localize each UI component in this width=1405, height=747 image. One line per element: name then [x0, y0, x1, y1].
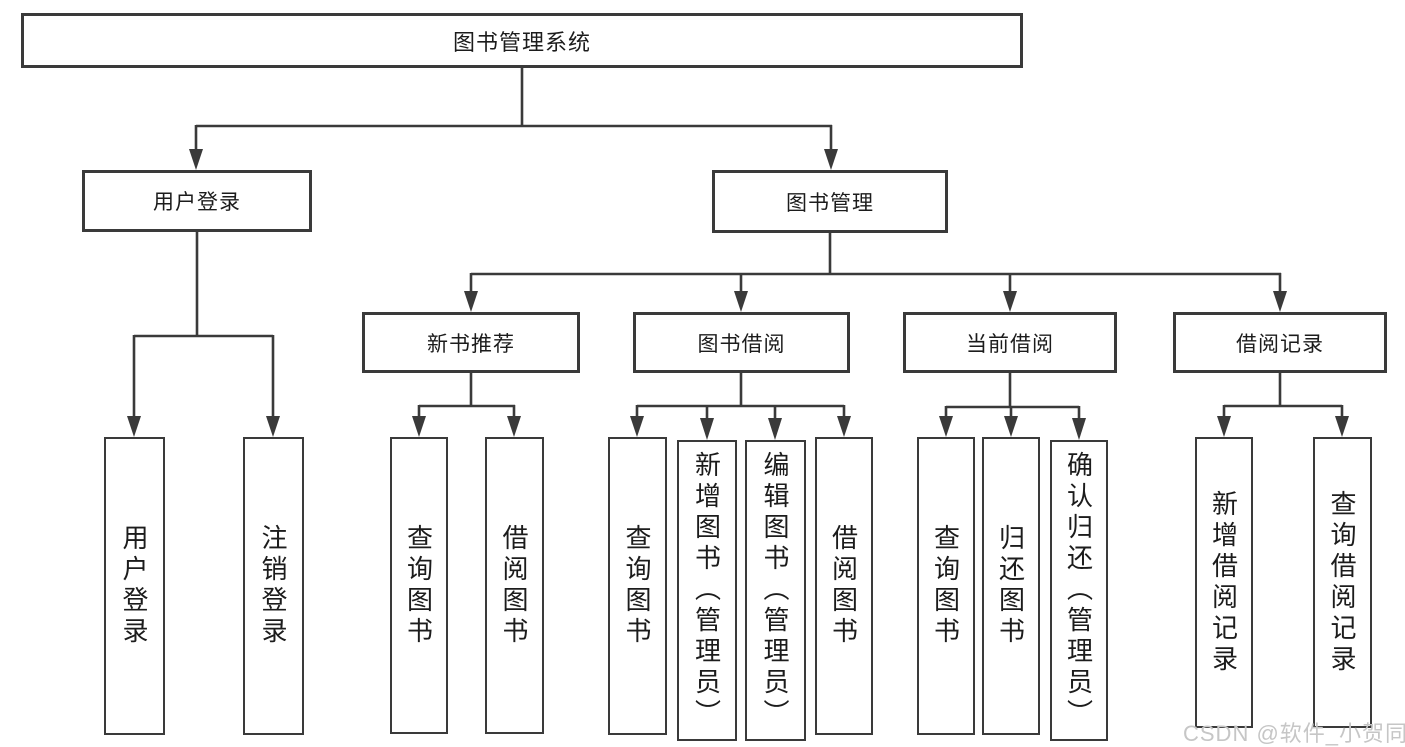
node-label: 编辑图书（管理员）	[760, 451, 790, 730]
node-label: 查询图书	[622, 524, 652, 648]
node-new-book-recommend: 新书推荐	[362, 312, 580, 373]
node-label: 归还图书	[995, 524, 1026, 648]
node-label: 图书借阅	[697, 332, 786, 356]
connector-book-management-to-sections	[464, 233, 1287, 312]
connector-user-login-to-leaves	[127, 232, 280, 437]
node-label: 注销登录	[258, 524, 288, 648]
node-query-books-current: 查询图书	[917, 437, 975, 735]
node-borrow-records: 借阅记录	[1173, 312, 1387, 373]
node-add-book-admin: 新增图书（管理员）	[677, 440, 737, 741]
node-user-login-branch: 用户登录	[82, 170, 312, 232]
node-label: 用户登录	[153, 191, 241, 214]
connector-book-borrow-to-leaves	[630, 373, 851, 440]
watermark: CSDN @软件_小贺同学	[1183, 721, 1405, 746]
node-label: 确认归还（管理员）	[1063, 451, 1094, 730]
node-return-books: 归还图书	[982, 437, 1040, 735]
node-label: 查询图书	[930, 524, 961, 648]
node-add-borrow-record: 新增借阅记录	[1195, 437, 1253, 728]
node-query-books-recommend: 查询图书	[390, 437, 448, 734]
node-label: 用户登录	[119, 524, 149, 648]
node-book-management-branch: 图书管理	[712, 170, 948, 233]
node-label: 当前借阅	[966, 332, 1054, 356]
connector-borrow-records-to-leaves	[1217, 373, 1349, 437]
connector-new-book-recommend-to-leaves	[412, 373, 521, 437]
node-current-borrow: 当前借阅	[903, 312, 1117, 373]
node-label: 借阅图书	[828, 524, 859, 648]
node-label: 新增借阅记录	[1208, 489, 1239, 676]
node-book-management-system: 图书管理系统	[21, 13, 1023, 68]
node-confirm-return-admin: 确认归还（管理员）	[1050, 440, 1108, 741]
node-query-books-borrow: 查询图书	[608, 437, 667, 735]
node-label: 查询借阅记录	[1327, 489, 1357, 676]
connector-current-borrow-to-leaves	[939, 373, 1086, 440]
node-label: 查询图书	[403, 523, 434, 648]
node-label: 新增图书（管理员）	[691, 451, 722, 730]
node-label: 新书推荐	[427, 332, 515, 356]
node-logout-leaf: 注销登录	[243, 437, 304, 735]
node-book-borrow: 图书借阅	[633, 312, 850, 373]
node-borrow-books-leaf: 借阅图书	[815, 437, 873, 735]
connector-root-to-branches	[189, 68, 838, 170]
node-label: 图书管理系统	[452, 29, 591, 55]
node-label: 图书管理	[786, 191, 874, 215]
node-user-login-leaf: 用户登录	[104, 437, 165, 735]
node-query-borrow-record: 查询借阅记录	[1313, 437, 1372, 728]
node-borrow-books-recommend: 借阅图书	[485, 437, 544, 734]
node-label: 借阅图书	[499, 523, 529, 648]
node-label: 借阅记录	[1236, 332, 1324, 356]
node-edit-book-admin: 编辑图书（管理员）	[745, 440, 806, 741]
